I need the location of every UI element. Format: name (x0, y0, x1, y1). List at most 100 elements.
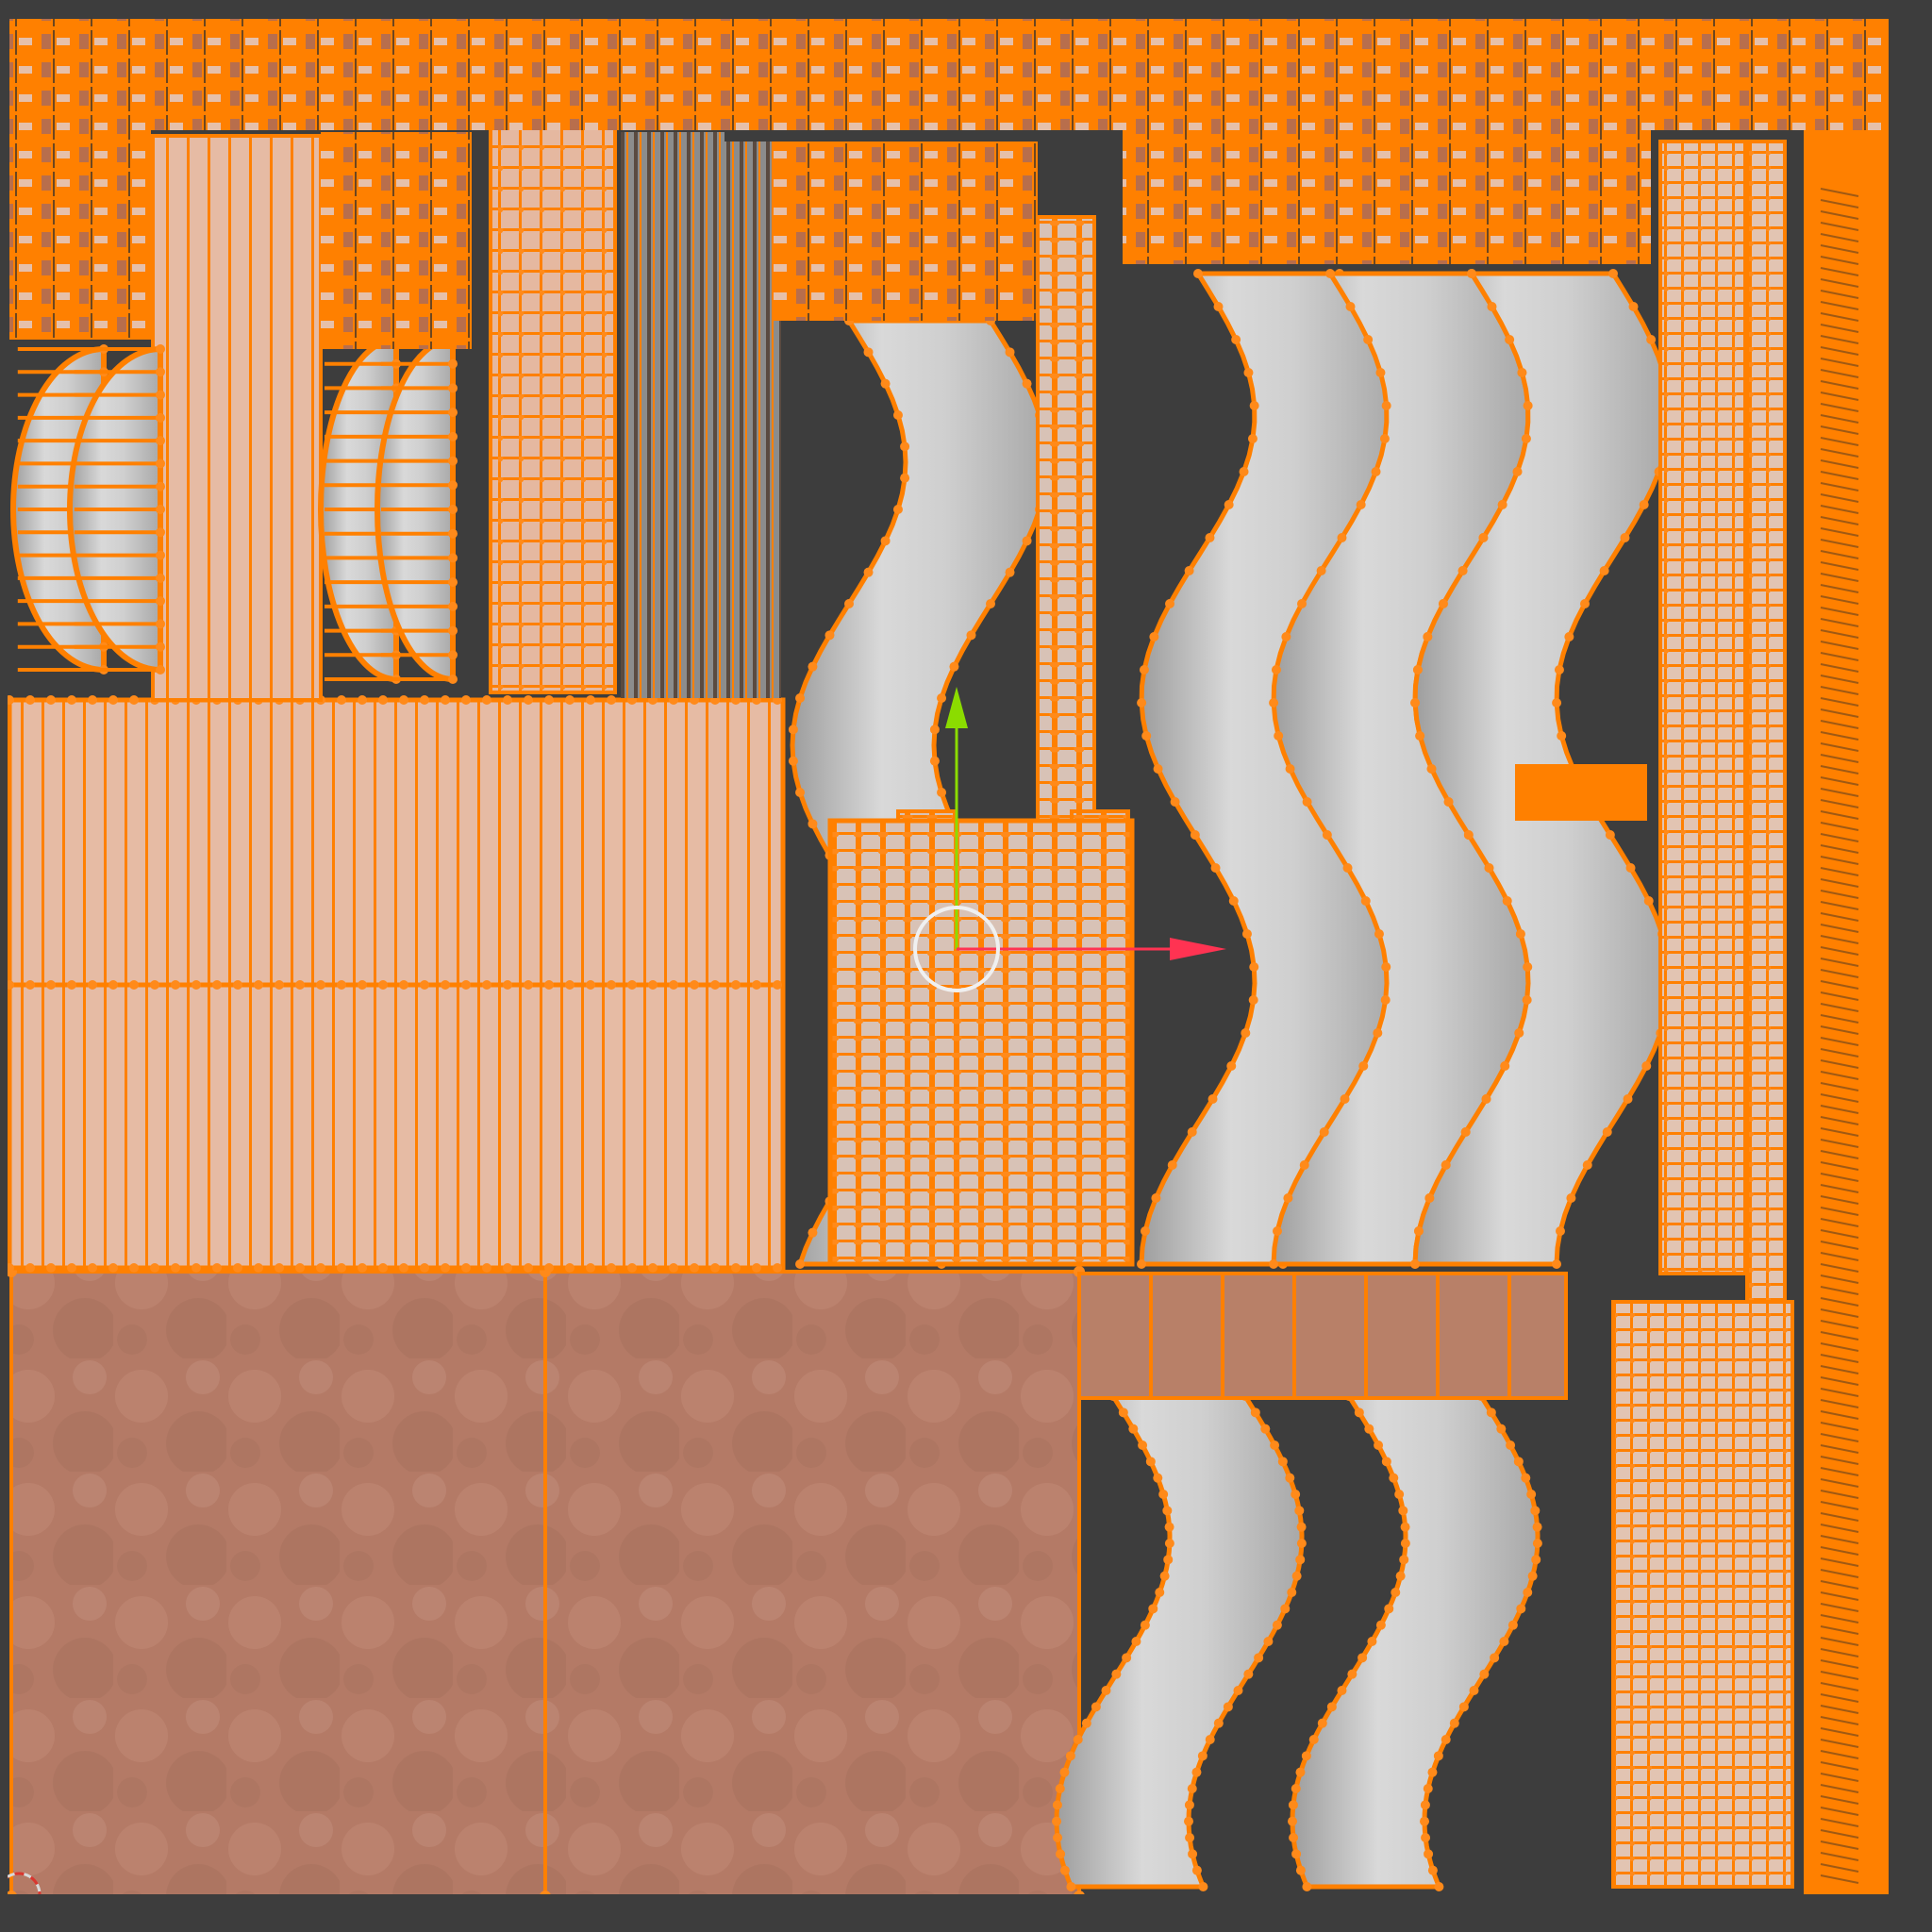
uv-vertex[interactable] (1463, 830, 1474, 840)
uv-vertex[interactable] (156, 596, 165, 607)
uv-vertex[interactable] (1005, 347, 1015, 358)
uv-island-grid-a[interactable] (489, 125, 617, 694)
uv-island-copper-right[interactable] (543, 1270, 1081, 1896)
uv-edge[interactable] (1820, 550, 1859, 559)
uv-edge[interactable] (1820, 629, 1859, 639)
uv-edge[interactable] (1820, 584, 1859, 593)
uv-edge[interactable] (1820, 822, 1859, 831)
uv-vertex[interactable] (1322, 830, 1332, 840)
uv-vertex[interactable] (986, 599, 995, 608)
uv-edge[interactable] (1820, 1863, 1859, 1873)
uv-vertex[interactable] (254, 1263, 263, 1273)
uv-vertex[interactable] (316, 980, 325, 990)
uv-vertex[interactable] (1250, 1407, 1260, 1418)
uv-vertex[interactable] (1167, 1160, 1177, 1170)
uv-edge[interactable] (1820, 561, 1859, 571)
uv-vertex[interactable] (1345, 302, 1356, 311)
uv-island-small-block[interactable] (1515, 764, 1647, 821)
uv-vertex[interactable] (1526, 1490, 1537, 1499)
uv-edge[interactable] (1820, 1852, 1859, 1861)
uv-vertex[interactable] (1356, 500, 1366, 509)
uv-edge[interactable] (1820, 1784, 1859, 1793)
uv-edge[interactable] (1820, 1501, 1859, 1510)
uv-vertex[interactable] (1299, 1160, 1309, 1170)
uv-vertex[interactable] (482, 980, 491, 990)
uv-edge[interactable] (1820, 1127, 1859, 1137)
uv-edge[interactable] (1820, 924, 1859, 933)
uv-vertex[interactable] (1272, 1226, 1282, 1236)
uv-edge[interactable] (1820, 946, 1859, 956)
uv-edge[interactable] (1820, 459, 1859, 469)
uv-vertex[interactable] (1193, 269, 1203, 278)
uv-vertex[interactable] (1294, 1506, 1305, 1516)
uv-edge[interactable] (1820, 1490, 1859, 1499)
uv-vertex[interactable] (1360, 896, 1371, 906)
uv-vertex[interactable] (1052, 1800, 1062, 1810)
uv-vertex[interactable] (441, 695, 450, 705)
uv-vertex[interactable] (129, 1263, 139, 1273)
uv-vertex[interactable] (25, 695, 35, 705)
uv-vertex[interactable] (448, 480, 458, 491)
uv-vertex[interactable] (1291, 1849, 1302, 1859)
uv-vertex[interactable] (1374, 1441, 1384, 1450)
uv-vertex[interactable] (731, 980, 741, 990)
uv-vertex[interactable] (880, 378, 891, 389)
uv-vertex[interactable] (1059, 1767, 1070, 1777)
uv-vertex[interactable] (586, 695, 595, 705)
uv-vertex[interactable] (1457, 566, 1468, 575)
uv-edge[interactable] (1820, 527, 1859, 537)
uv-edge[interactable] (1820, 742, 1859, 752)
uv-vertex[interactable] (1507, 1620, 1518, 1630)
uv-vertex[interactable] (1512, 467, 1523, 476)
uv-vertex[interactable] (690, 1263, 699, 1273)
uv-vertex[interactable] (108, 980, 118, 990)
uv-edge[interactable] (1820, 1399, 1859, 1408)
uv-vertex[interactable] (150, 980, 159, 990)
uv-vertex[interactable] (1137, 698, 1147, 708)
uv-vertex[interactable] (503, 1263, 512, 1273)
uv-vertex[interactable] (108, 1263, 118, 1273)
uv-vertex[interactable] (1291, 1571, 1302, 1581)
uv-island-mid-clutter[interactable] (774, 142, 1038, 321)
uv-edge[interactable] (1820, 1048, 1859, 1058)
uv-vertex[interactable] (108, 695, 118, 705)
uv-vertex[interactable] (1272, 1620, 1282, 1630)
uv-vertex[interactable] (788, 724, 798, 735)
uv-edge[interactable] (1820, 346, 1859, 356)
uv-vertex[interactable] (378, 1263, 388, 1273)
uv-edge[interactable] (1820, 799, 1859, 808)
uv-vertex[interactable] (1325, 269, 1335, 278)
uv-vertex[interactable] (150, 1263, 159, 1273)
uv-edge[interactable] (1820, 901, 1859, 910)
uv-edge[interactable] (1820, 1716, 1859, 1725)
uv-vertex[interactable] (1374, 929, 1384, 939)
uv-vertex[interactable] (1484, 863, 1494, 873)
uv-vertex[interactable] (156, 550, 165, 560)
uv-vertex[interactable] (1412, 665, 1423, 675)
uv-vertex[interactable] (544, 980, 554, 990)
uv-vertex[interactable] (1288, 1800, 1298, 1810)
uv-edge[interactable] (1820, 1456, 1859, 1465)
uv-vertex[interactable] (1363, 335, 1374, 344)
uv-edge[interactable] (1820, 1252, 1859, 1261)
uv-edge[interactable] (1820, 210, 1859, 220)
uv-vertex[interactable] (448, 553, 458, 563)
uv-vertex[interactable] (1056, 1849, 1066, 1859)
uv-vertex[interactable] (1460, 1127, 1471, 1137)
uv-vertex[interactable] (1137, 1259, 1146, 1269)
uv-vertex[interactable] (5, 1263, 14, 1273)
uv-vertex[interactable] (1479, 1669, 1490, 1679)
uv-edge[interactable] (1820, 290, 1859, 299)
uv-vertex[interactable] (441, 980, 450, 990)
uv-vertex[interactable] (1467, 269, 1476, 278)
uv-vertex[interactable] (1140, 1226, 1150, 1236)
uv-vertex[interactable] (482, 1263, 491, 1273)
uv-vertex[interactable] (949, 661, 959, 672)
uv-edge[interactable] (1820, 425, 1859, 435)
uv-vertex[interactable] (1131, 1637, 1141, 1646)
uv-vertex[interactable] (1342, 863, 1353, 873)
uv-vertex[interactable] (1358, 1061, 1369, 1071)
uv-edge[interactable] (1820, 188, 1859, 197)
uv-vertex[interactable] (233, 980, 242, 990)
uv-edge[interactable] (1820, 278, 1859, 288)
